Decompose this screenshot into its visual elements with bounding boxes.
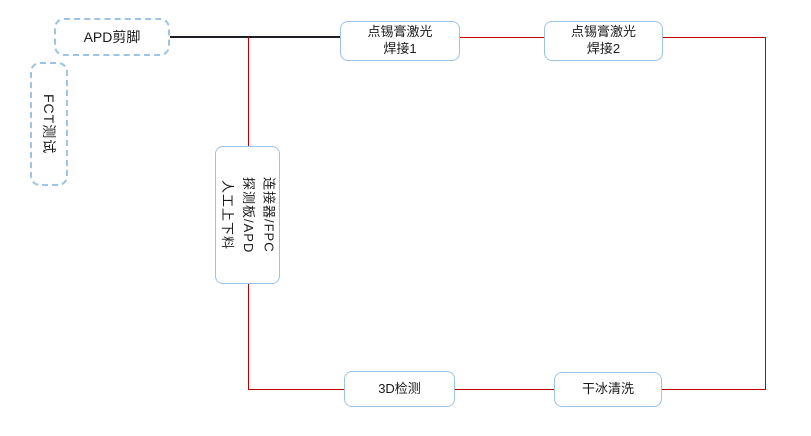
node-manual-load-label: 人工上下料 探测板/APD 连接器/FPC [216, 177, 278, 253]
connector-solder2-to-right [663, 37, 765, 38]
node-manual-load-line-3: 连接器/FPC [261, 177, 277, 253]
connector-right-vertical [765, 37, 766, 390]
node-3d-inspection-label: 3D检测 [378, 380, 421, 396]
node-manual-load: 人工上下料 探测板/APD 连接器/FPC [215, 146, 280, 284]
node-manual-load-line-1: 人工上下料 [220, 179, 236, 250]
node-dry-ice-clean: 干冰清洗 [554, 372, 662, 407]
node-3d-inspection: 3D检测 [344, 371, 455, 407]
node-solder-laser-weld-1-line-2: 焊接1 [383, 41, 417, 56]
node-fct-test-label: FCT测试 [41, 93, 58, 155]
node-solder-laser-weld-1-line-1: 点锡膏激光 [367, 24, 433, 40]
node-solder-laser-weld-2-line-2: 焊接2 [586, 41, 621, 56]
node-apd-cut-label: APD剪脚 [83, 28, 141, 45]
connector-solder1-to-solder2 [460, 37, 544, 38]
node-solder-laser-weld-2-line-1: 点锡膏激光 [570, 24, 636, 40]
connector-dryice-to-3d [455, 389, 554, 390]
node-solder-laser-weld-1: 点锡膏激光 焊接1 [340, 21, 460, 61]
node-apd-cut: APD剪脚 [54, 18, 170, 56]
node-dry-ice-clean-label: 干冰清洗 [581, 381, 634, 397]
connector-apdcut-to-solder1 [170, 36, 340, 38]
node-solder-laser-weld-2: 点锡膏激光 焊接2 [544, 21, 663, 61]
connector-right-to-dryice [662, 389, 765, 390]
connector-3d-to-left [248, 389, 344, 390]
node-manual-load-line-2: 探测板/APD [240, 176, 256, 254]
node-fct-test: FCT测试 [30, 62, 68, 186]
